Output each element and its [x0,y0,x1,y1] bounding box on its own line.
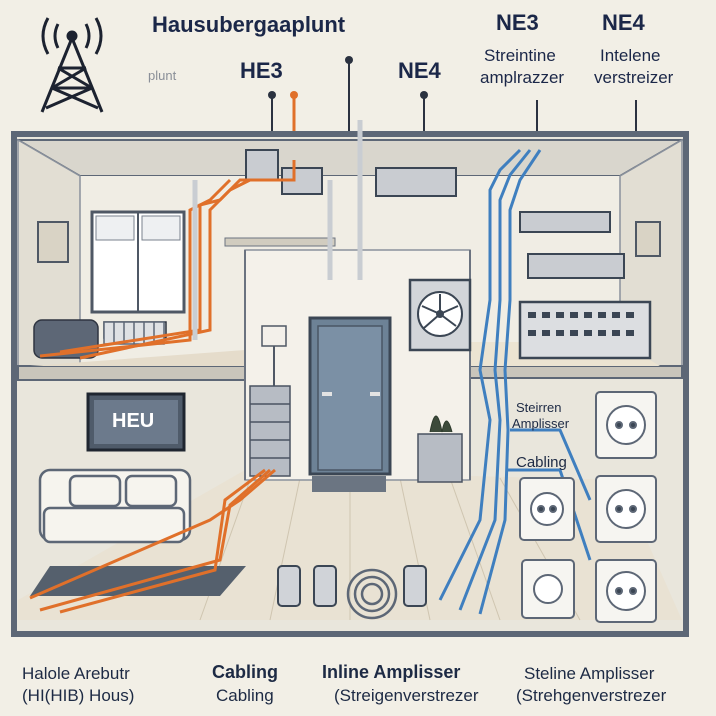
antenna-tower-icon [40,17,104,113]
footer-col2-line2: Cabling [216,686,274,705]
right-label-line2: Amplisser [512,416,570,431]
ne3-label: NE3 [496,10,539,35]
socket-icon [519,477,575,541]
socket-icon [595,391,657,459]
footer-col2-line1: Cabling [212,662,278,682]
he3-label: HE3 [240,58,283,83]
lamp-icon [261,325,287,392]
ne4-sub-line1: Intelene [600,46,661,65]
socket-icon [521,559,575,619]
junction-box-icon [375,167,457,197]
plant-cabinet-icon [417,415,463,483]
header-title: Hausubergaaplunt [152,12,346,37]
window-icon [90,210,186,314]
ne4-mid-label: NE4 [398,58,441,83]
doormat [312,476,386,492]
grey-conduit [192,120,363,340]
picture-frame-icon [37,221,69,263]
cable-coil-icon [346,568,398,620]
blue-cable-bundle [438,148,592,615]
amplifier-device-icon [527,253,625,279]
plunt-label: plunt [148,68,177,83]
ne4-sub-line2: verstreizer [594,68,674,87]
sofa-icon [38,468,192,544]
patch-panel-icon [518,300,652,360]
amplifier-device-icon [519,211,611,233]
fan-icon [408,278,472,352]
connector-icon [277,565,427,607]
tv-screen-text: HEU [112,410,155,432]
right-label-line1: Steirren [516,400,562,415]
footer-col3-line2: (Streigenverstrezer [334,686,479,705]
cabling-label: Cabling [516,454,567,471]
ne3-sub-line1: Streintine [484,46,556,65]
footer-col1-line1: Halole Arebutr [22,664,130,683]
drawer-cabinet-icon [249,385,291,477]
footer-col4-line2: (Strehgenverstrezer [516,686,667,705]
socket-icon [595,475,657,543]
orange-cable-bundle [29,160,296,614]
footer-col4-line1: Steline Amplisser [524,664,655,683]
footer-col3-line1: Inline Amplisser [322,662,461,682]
tv-icon [86,392,186,452]
ne3-sub-line2: amplrazzer [480,68,565,87]
junction-box-icon [245,149,279,181]
picture-frame-icon [635,221,661,257]
socket-icon [595,559,657,623]
ne4-label: NE4 [602,10,645,35]
footer-col1-line2: (HI(HIB) Hous) [22,686,135,705]
door-icon [308,316,392,490]
